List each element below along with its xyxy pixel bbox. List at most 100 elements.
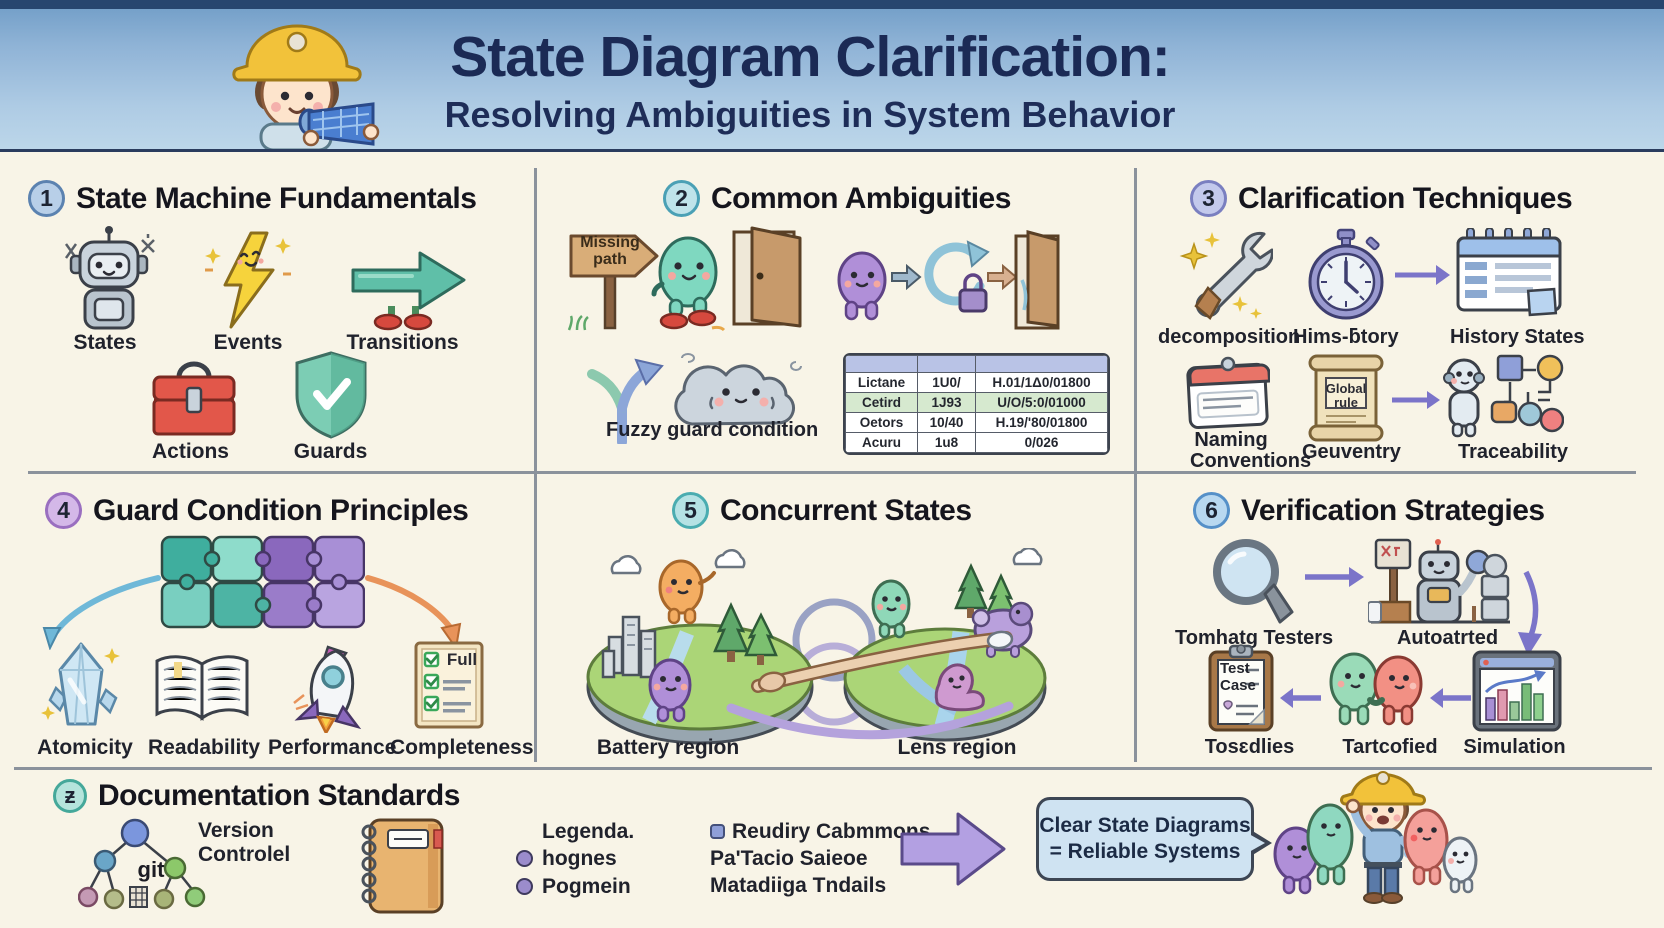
curved-arrow-left-icon — [42, 575, 161, 650]
sparkle-wrench-icon — [1179, 231, 1273, 320]
geuventry-label: Geuventry — [1302, 441, 1401, 463]
shield-guards-icon — [295, 351, 367, 439]
table-cell: H.19/'80/01800 — [975, 412, 1108, 433]
decomposition-label: decomposition — [1158, 326, 1301, 348]
divider-horizontal-1 — [28, 471, 1636, 474]
completeness-checklist-icon — [414, 641, 484, 729]
purple-blob-character-icon — [837, 251, 887, 321]
purple-blob — [1273, 826, 1319, 895]
magnifier-icon — [1213, 539, 1294, 624]
testers-label: Tomhatg Testers — [1175, 627, 1334, 649]
partial-door-icon — [1014, 230, 1060, 330]
global-rule-scroll-icon — [1308, 354, 1384, 442]
divider-vertical-1 — [534, 168, 537, 762]
section-2-number-badge: 2 — [663, 180, 700, 217]
section-1-title: State Machine Fundamentals — [76, 181, 477, 215]
name-tag-icon — [1186, 356, 1270, 430]
test-case-clipboard-icon — [1208, 644, 1274, 732]
engineer-blueprint-character-icon — [232, 24, 380, 150]
small-arrow-right-icon-2 — [987, 264, 1018, 290]
bubble-line-1: Clear State Diagrams — [1039, 814, 1251, 837]
table-cell: U/O/5:0/01000 — [975, 392, 1108, 413]
legend-bullet-icon — [516, 850, 533, 867]
table-cell: 1J93 — [917, 392, 976, 413]
git-branch-tree-icon — [78, 818, 206, 910]
section-1-number-badge: 1 — [28, 180, 65, 217]
section-3-number-badge: 3 — [1190, 180, 1227, 217]
region-connector-arc — [726, 701, 1014, 740]
small-arrow-right-icon — [891, 264, 922, 290]
section-6-number-badge: 6 — [1193, 492, 1230, 529]
engineer-character — [1340, 771, 1426, 904]
handshake-blobs-icon — [1329, 652, 1423, 726]
pink-blob — [1403, 808, 1449, 886]
section-3-title: Clarification Techniques — [1238, 181, 1573, 215]
section-5-number-badge: 5 — [672, 492, 709, 529]
pink-blob-resting — [934, 663, 985, 712]
rocket-performance-icon — [293, 645, 362, 733]
toolbox-actions-icon — [152, 361, 236, 436]
big-arrow-right-icon — [900, 812, 1006, 886]
arrow-right-icon-2 — [1392, 391, 1440, 409]
purple-blob — [648, 658, 692, 723]
verified-label: Tartcofied — [1342, 736, 1438, 758]
arrow-left-icon-2 — [1430, 688, 1471, 708]
fuzzy-guard-caption: Fuzzy guard condition — [606, 419, 819, 441]
header-top-edge — [0, 0, 1664, 9]
lightning-event-icon — [205, 231, 291, 329]
notebook-icon — [361, 818, 444, 914]
white-blob — [1442, 836, 1478, 894]
robot-icon — [64, 226, 155, 330]
list-line-2: Pa'Tacio Saieoe — [710, 847, 868, 870]
stopwatch-icon — [1308, 228, 1384, 320]
arrow-left-icon — [1280, 688, 1321, 708]
table-cell: Cetird — [845, 392, 918, 413]
teal-blob — [871, 579, 911, 639]
divider-horizontal-2 — [14, 767, 1652, 770]
open-book-readability-icon — [155, 655, 249, 721]
legend-bullet-icon-2 — [516, 878, 533, 895]
self-loop-arrow-icon — [924, 240, 990, 313]
poster-subtitle: Resolving Ambiguities in System Behavior — [444, 94, 1176, 135]
events-label: Events — [213, 331, 283, 354]
actions-label: Actions — [151, 440, 229, 463]
performance-label: Performance — [268, 736, 397, 759]
table-cell: H.01/1Δ0/01800 — [975, 372, 1108, 393]
list-line-3: Matadiiga Tndails — [710, 874, 887, 897]
orange-blob — [658, 559, 716, 625]
readability-label: Readability — [148, 736, 261, 759]
table-header-cell — [917, 355, 976, 373]
section-7-number-badge: ƶ — [53, 779, 87, 813]
table-cell: 1U0/ — [917, 372, 976, 393]
teal-blob — [1306, 803, 1354, 886]
history-states-label: History States — [1450, 326, 1585, 348]
arrow-right-icon-3 — [1305, 567, 1364, 587]
team-characters-icon — [1273, 771, 1478, 904]
walking-blob-character-icon — [651, 236, 726, 332]
automated-robot-station-icon — [1368, 538, 1510, 624]
sad-cloud-icon — [674, 353, 802, 426]
battery-region-label: Battery region — [596, 736, 740, 759]
section-2-title: Common Ambiguities — [711, 181, 1011, 215]
legend-title: Legenda. — [542, 820, 635, 843]
section-5-title: Concurrent States — [720, 493, 972, 527]
section-6-title: Verification Strategies — [1241, 493, 1545, 527]
open-door-icon — [732, 226, 802, 328]
bubble-line-2: = Reliable Systems — [1049, 840, 1241, 863]
arrow-down-curved-icon — [1518, 570, 1542, 656]
section-4-title: Guard Condition Principles — [93, 493, 469, 527]
git-label: git — [137, 857, 165, 882]
traceability-label: Traceability — [1458, 441, 1569, 463]
guards-label: Guards — [293, 440, 368, 463]
